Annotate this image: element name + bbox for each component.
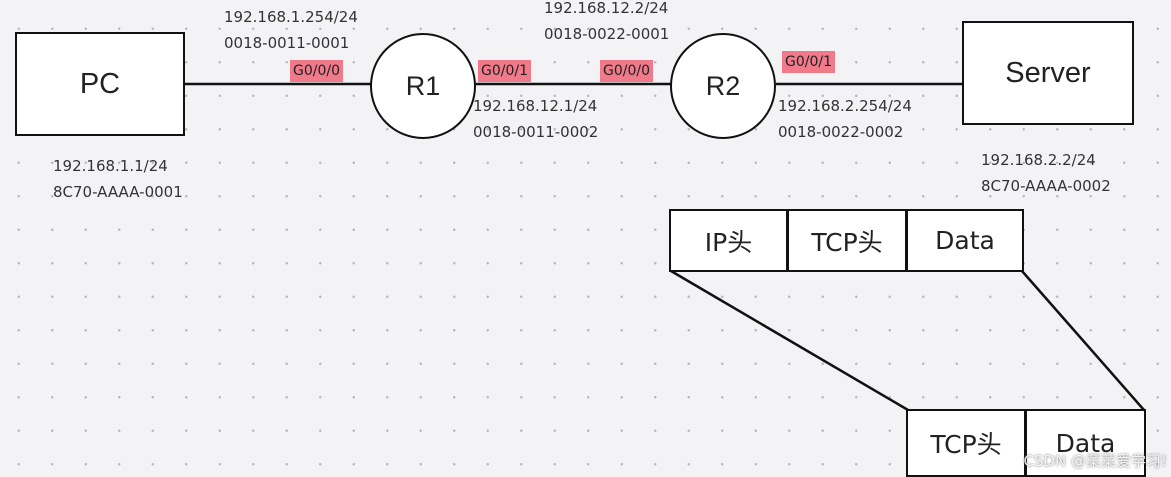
r1-g000-mac: 0018-0011-0001: [224, 34, 350, 52]
expand-line-right: [1021, 270, 1145, 411]
r1-node[interactable]: R1: [370, 33, 476, 139]
server-label: Server: [1005, 56, 1091, 89]
packet-ip-header: IP头: [669, 209, 788, 272]
packet-data: Data: [906, 209, 1024, 272]
r1-g000-address: 192.168.1.254/24 0018-0011-0001: [224, 4, 358, 56]
watermark: CSDN @菜菜爱学习!: [1023, 452, 1167, 470]
r1-g001-mac: 0018-0011-0002: [473, 123, 599, 141]
r1-label: R1: [405, 70, 441, 101]
pc-node[interactable]: PC: [15, 32, 185, 136]
r1-port-g001: G0/0/1: [478, 60, 532, 82]
packet-tcp-header-label: TCP头: [811, 227, 883, 257]
pc-ip: 192.168.1.1/24: [53, 157, 168, 175]
r2-label: R2: [705, 70, 741, 101]
server-address: 192.168.2.2/24 8C70-AAAA-0002: [981, 147, 1111, 199]
r1-g000-ip: 192.168.1.254/24: [224, 8, 358, 26]
packet-ip-header-label: IP头: [704, 227, 753, 257]
r2-g000-ip: 192.168.12.2/24: [544, 0, 669, 17]
segment-data-label: Data: [1055, 428, 1116, 458]
segment-tcp-header-label: TCP头: [930, 430, 1002, 459]
pc-label: PC: [79, 67, 121, 100]
segment-tcp-header: TCP头: [906, 409, 1026, 477]
r1-port-g000: G0/0/0: [290, 60, 344, 82]
pc-address: 192.168.1.1/24 8C70-AAAA-0001: [53, 153, 183, 205]
r1-g001-address: 192.168.12.1/24 0018-0011-0002: [473, 93, 598, 145]
r2-g001-address: 192.168.2.254/24 0018-0022-0002: [778, 93, 912, 145]
segment-data: Data: [1025, 409, 1146, 477]
r2-g001-ip: 192.168.2.254/24: [778, 97, 912, 115]
r2-g001-mac: 0018-0022-0002: [778, 123, 904, 141]
packet-tcp-header: TCP头: [787, 209, 907, 272]
r2-g000-address: 192.168.12.2/24 0018-0022-0001: [544, 0, 669, 47]
r2-port-g001: G0/0/1: [782, 51, 836, 73]
packet-data-label: Data: [935, 226, 995, 255]
pc-mac: 8C70-AAAA-0001: [53, 183, 183, 201]
expand-line-left: [670, 269, 909, 412]
r2-port-g000: G0/0/0: [600, 60, 654, 82]
server-mac: 8C70-AAAA-0002: [981, 177, 1111, 195]
r2-node[interactable]: R2: [670, 33, 776, 139]
server-ip: 192.168.2.2/24: [981, 151, 1096, 169]
r2-g000-mac: 0018-0022-0001: [544, 25, 670, 43]
server-node[interactable]: Server: [962, 21, 1134, 125]
r1-g001-ip: 192.168.12.1/24: [473, 97, 598, 115]
